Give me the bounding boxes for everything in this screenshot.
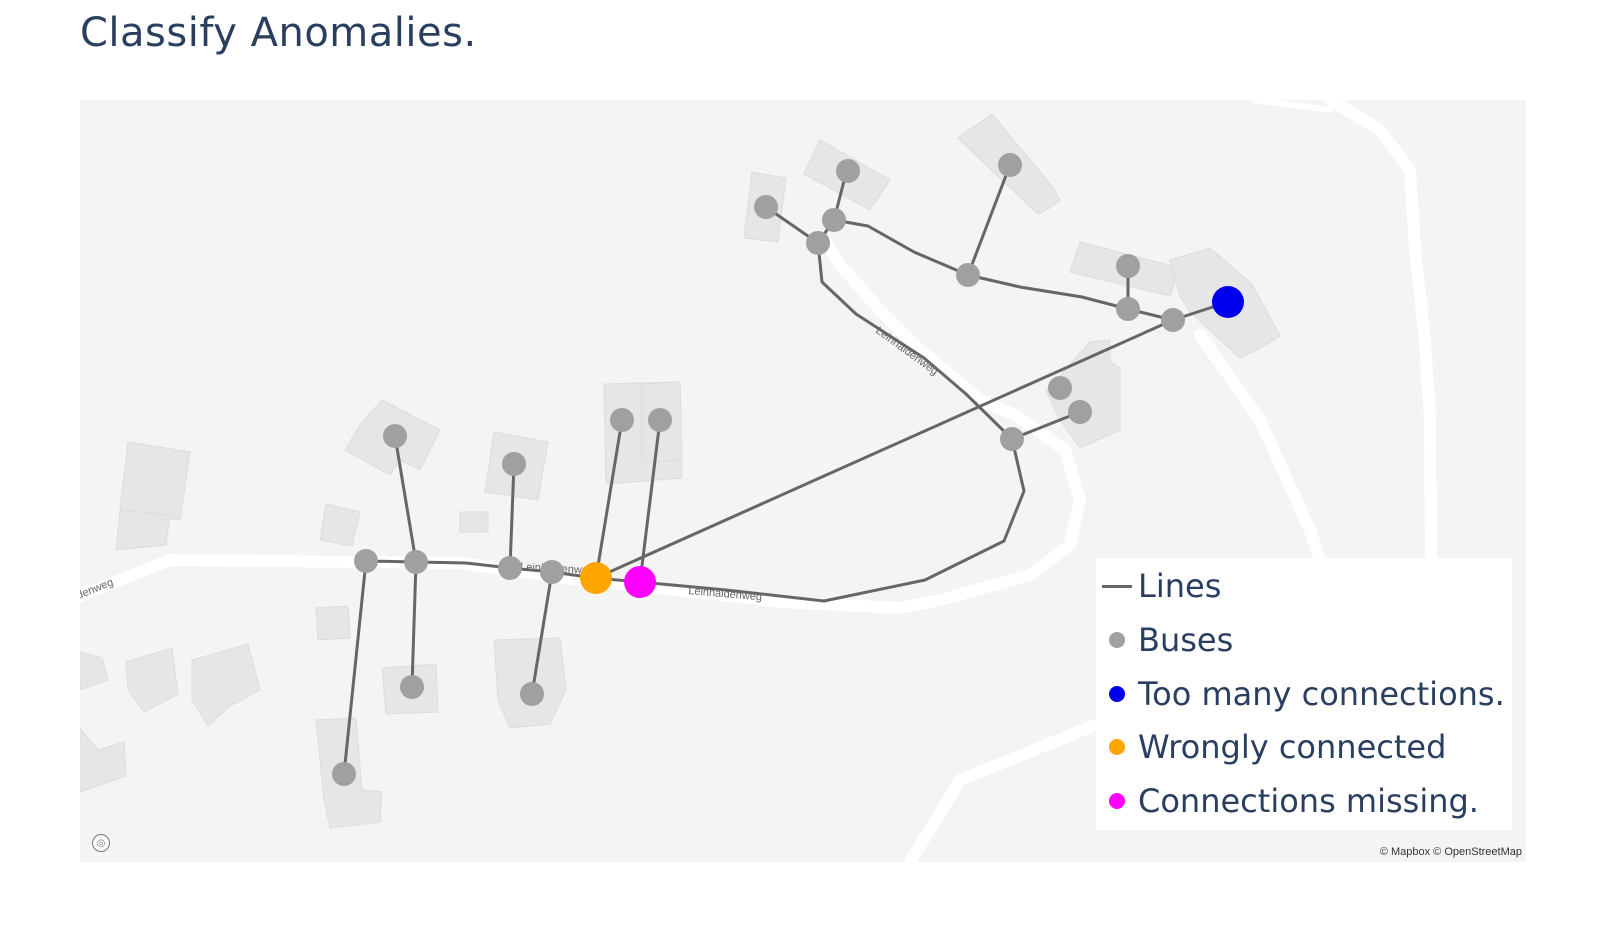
building <box>125 647 179 713</box>
street-label: ldenweg <box>80 576 115 602</box>
anomaly-nodes[interactable] <box>580 286 1244 598</box>
legend-item-wrongly-connected[interactable]: Wrongly connected <box>1096 722 1446 772</box>
road-main <box>80 234 1086 614</box>
building <box>80 727 127 793</box>
dot-symbol-icon <box>1096 776 1138 826</box>
bus-node <box>956 263 980 287</box>
bus-node <box>1068 400 1092 424</box>
line <box>410 560 418 689</box>
line <box>530 570 554 696</box>
building <box>191 643 261 727</box>
legend-label: Too many connections. <box>1138 675 1505 713</box>
building <box>459 511 489 533</box>
bus-node <box>383 424 407 448</box>
bus-node <box>1161 308 1185 332</box>
dot-symbol-icon <box>1096 669 1138 719</box>
bus-node <box>822 208 846 232</box>
bus-node <box>610 408 634 432</box>
map-attribution[interactable]: © Mapbox © OpenStreetMap <box>1379 846 1522 858</box>
legend-item-buses[interactable]: Buses <box>1096 615 1233 665</box>
line <box>966 163 1012 277</box>
legend-item-lines[interactable]: Lines <box>1096 561 1221 611</box>
bus-node <box>998 153 1022 177</box>
bus-node <box>502 452 526 476</box>
line <box>1010 410 1082 441</box>
road-east-loop <box>1324 100 1438 706</box>
building <box>115 509 171 551</box>
legend-label: Connections missing. <box>1138 782 1479 820</box>
bus-node <box>520 682 544 706</box>
line <box>832 218 1230 322</box>
bus-node <box>648 408 672 432</box>
map-view[interactable]: Leinhaldenweg Leinhaldenweg Leinhaldenwe… <box>80 100 1526 862</box>
line <box>638 418 662 584</box>
page-title: Classify Anomalies. <box>80 10 477 56</box>
legend-label: Buses <box>1138 621 1234 659</box>
bus-node <box>1116 297 1140 321</box>
bus-nodes[interactable] <box>332 153 1185 786</box>
legend-label: Wrongly connected <box>1138 728 1447 766</box>
legend-item-too-many-connections[interactable]: Too many connections. <box>1096 669 1505 719</box>
building <box>80 651 109 691</box>
bus-node <box>498 556 522 580</box>
bus-node <box>836 159 860 183</box>
line <box>594 418 624 580</box>
bus-node <box>1116 254 1140 278</box>
building <box>315 605 351 641</box>
line <box>594 318 1175 580</box>
bus-node <box>754 195 778 219</box>
legend-label: Lines <box>1138 567 1222 605</box>
dot-symbol-icon <box>1096 722 1138 772</box>
dot-symbol-icon <box>1096 615 1138 665</box>
bus-node <box>1000 427 1024 451</box>
bus-node <box>400 675 424 699</box>
bus-node <box>540 560 564 584</box>
building <box>319 503 361 547</box>
bus-node <box>806 231 830 255</box>
too-many-connections-node <box>1212 286 1244 318</box>
mapbox-logo-icon[interactable]: ◎ <box>92 834 110 852</box>
bus-node <box>404 550 428 574</box>
line <box>393 434 418 564</box>
road-north-arc <box>1252 100 1333 113</box>
legend: Lines Buses Too many connections. Wrongl… <box>1096 558 1512 830</box>
bus-node <box>1048 376 1072 400</box>
legend-item-connections-missing[interactable]: Connections missing. <box>1096 776 1479 826</box>
wrongly-connected-node <box>580 562 612 594</box>
building <box>119 441 191 521</box>
line <box>508 462 516 570</box>
bus-node <box>332 762 356 786</box>
line <box>342 559 368 776</box>
map-canvas[interactable]: Leinhaldenweg Leinhaldenweg Leinhaldenwe… <box>80 100 1526 862</box>
line-symbol-icon <box>1096 561 1138 611</box>
connections-missing-node <box>624 566 656 598</box>
line <box>364 171 1026 603</box>
bus-node <box>354 549 378 573</box>
